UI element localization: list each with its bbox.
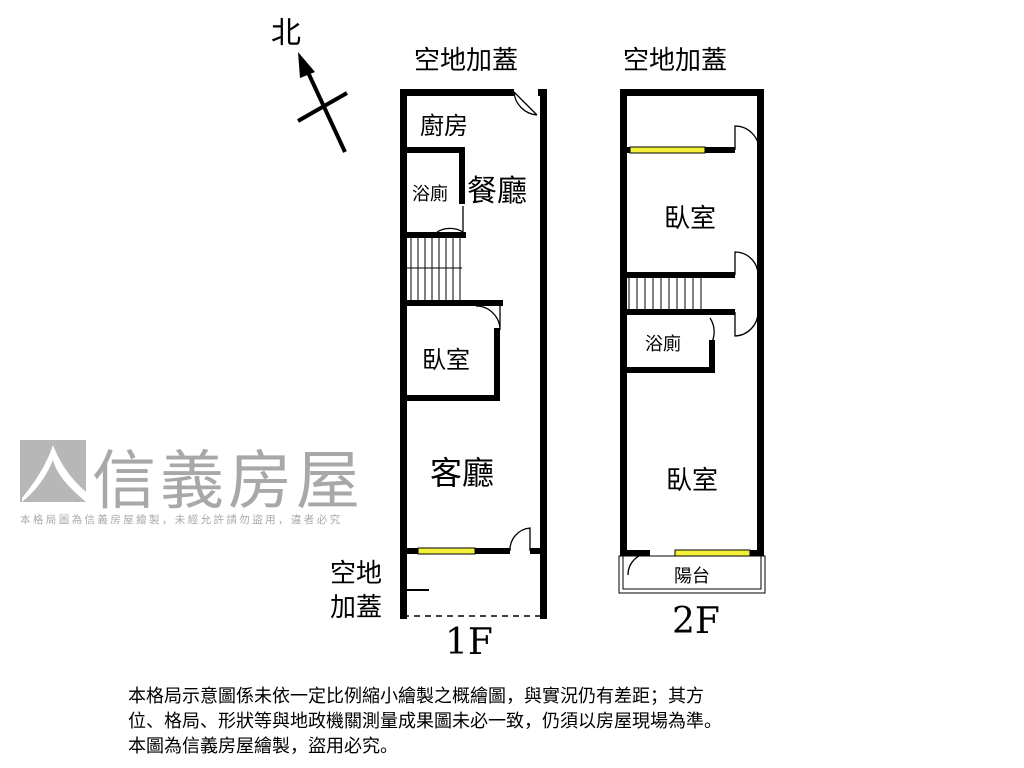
brand-logo-icon (20, 440, 86, 502)
floor1-stairs (407, 238, 462, 300)
floor1-bathroom-label: 浴廁 (412, 184, 448, 205)
floor1-bottom-extension-label-1: 空地 (330, 559, 383, 589)
floor2-front-window (629, 146, 706, 154)
floor2-balcony-railing (618, 555, 766, 594)
floor2-stairs (628, 278, 702, 309)
watermark-brand: 信義房屋 (92, 445, 364, 519)
floor2-balcony-label: 陽台 (674, 566, 710, 587)
floor2-walls (620, 89, 764, 556)
floor2-doors (627, 125, 760, 576)
floor1-bottom-extension-label-2: 加蓋 (330, 593, 383, 623)
floor1-title: 1F (445, 622, 493, 663)
floor2-top-extension-label: 空地加蓋 (623, 46, 728, 76)
floor2-title: 2F (672, 601, 720, 642)
floor1-walls (400, 89, 547, 619)
disclaimer-line-2: 位、格局、形狀等與地政機關測量成果圖未必一致，仍須以房屋現場為準。 (128, 711, 722, 732)
north-arrow-icon (297, 52, 348, 153)
floor1-kitchen-label: 廚房 (420, 112, 468, 140)
floor2-front-bedroom-label: 臥室 (664, 204, 717, 234)
floor1-doors (436, 91, 538, 552)
disclaimer-line-1: 本格局示意圖係未依一定比例縮小繪製之概繪圖，與實況仍有差距；其方 (128, 686, 704, 707)
disclaimer: 本格局示意圖係未依一定比例縮小繪製之概繪圖，與實況仍有差距；其方 位、格局、形狀… (128, 684, 722, 759)
floor2-back-bedroom-label: 臥室 (666, 466, 719, 496)
floor1-window (417, 547, 476, 555)
floor1-dining-label: 餐廳 (467, 174, 527, 209)
floor2-bathroom-label: 浴廁 (645, 334, 681, 355)
floor1-bedroom-label: 臥室 (422, 346, 470, 374)
floor1-top-extension-label: 空地加蓋 (414, 46, 519, 76)
floor1-living-label: 客廳 (430, 454, 495, 492)
disclaimer-line-3: 本圖為信義房屋繪製，盜用必究。 (128, 736, 398, 757)
watermark-notice: 本格局圖為信義房屋繪製，未經允許請勿盜用，違者必究 (20, 514, 343, 526)
floor2-balcony-window (674, 549, 751, 557)
compass-north-label: 北 (271, 16, 301, 51)
